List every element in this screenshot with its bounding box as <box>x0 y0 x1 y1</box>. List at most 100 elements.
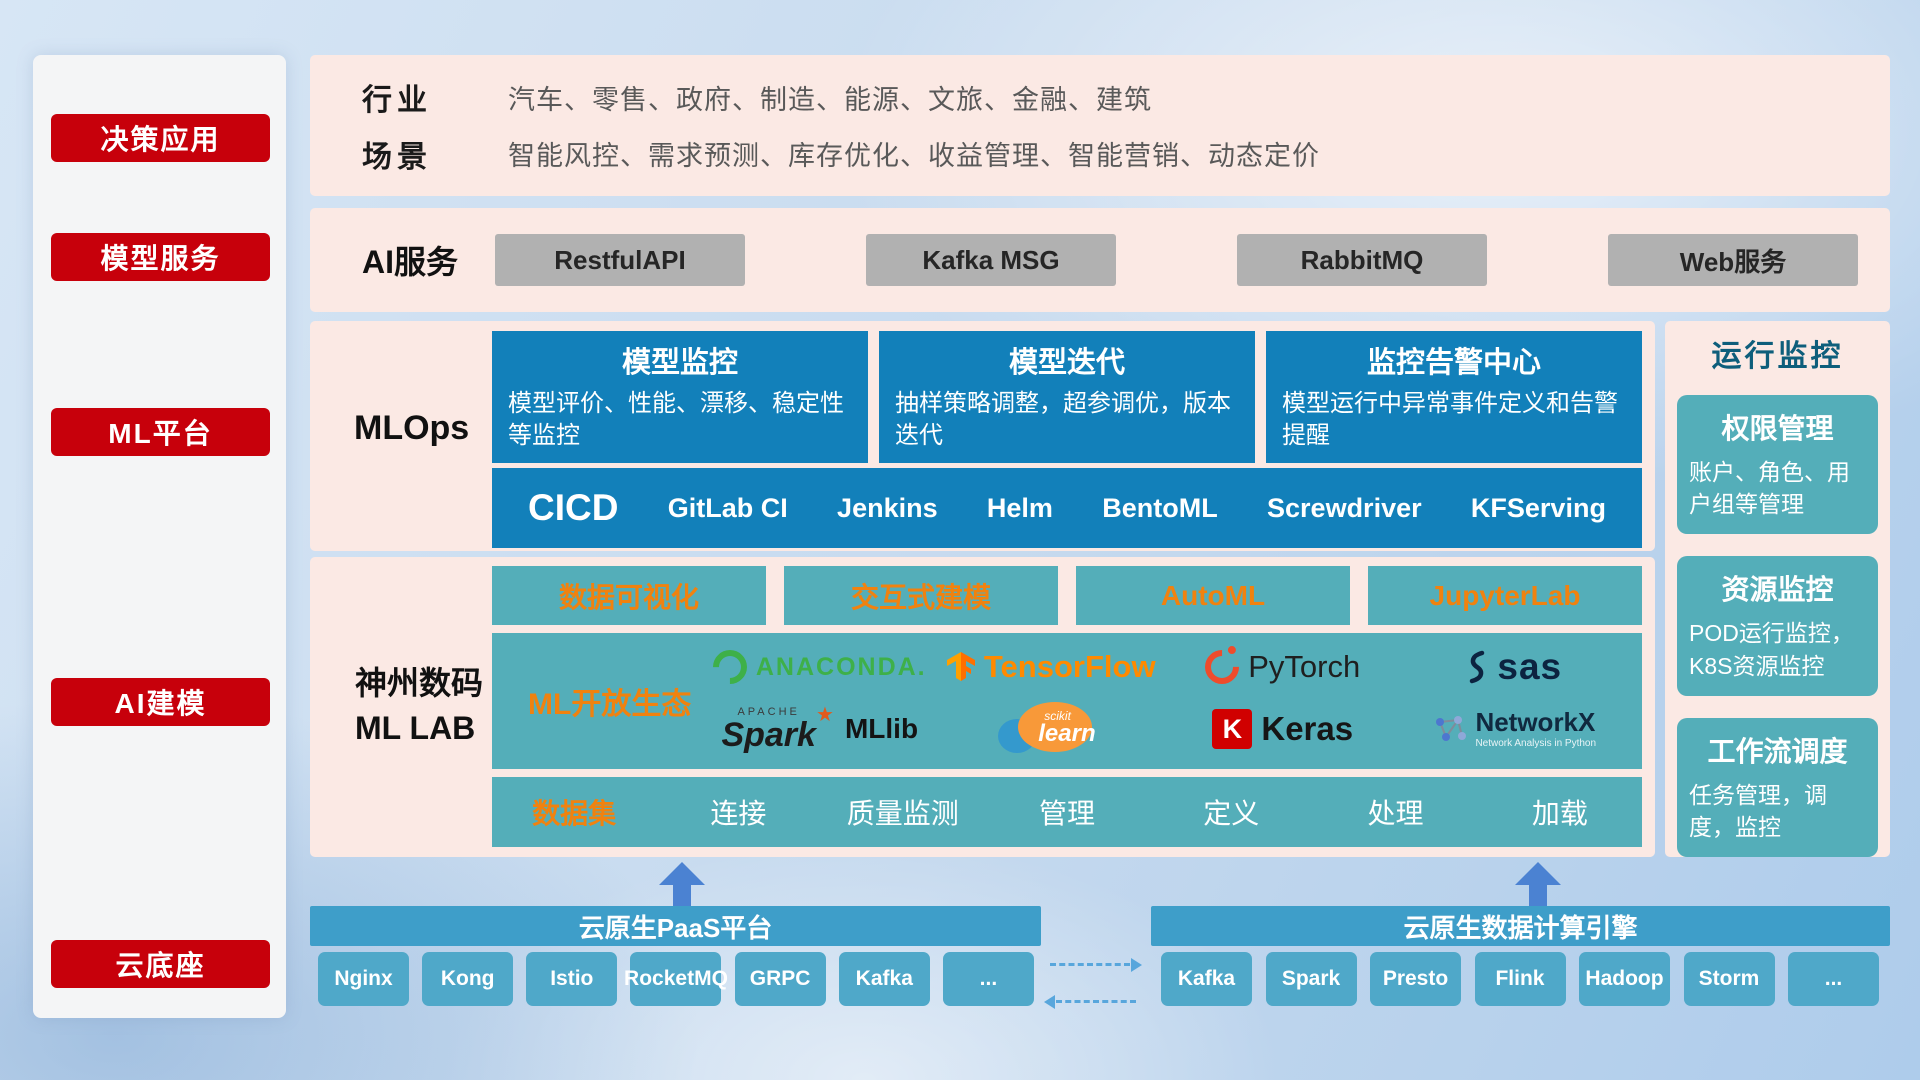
bentoml-label: BentoML <box>1102 492 1218 523</box>
card-title: 工作流调度 <box>1707 735 1848 767</box>
spark-star-icon: ★ <box>816 703 834 726</box>
kafka-block: Kafka <box>838 952 930 1006</box>
more-block: ... <box>942 952 1034 1006</box>
up-arrow-data-engine <box>1515 862 1561 906</box>
pytorch-text: PyTorch <box>1248 649 1361 684</box>
storm-block: Storm <box>1683 952 1775 1006</box>
networkx-subtitle: Network Analysis in Python <box>1475 738 1597 750</box>
dataset-item-quality: 质量监测 <box>846 798 959 829</box>
mllab-label-line1: 神州数码 <box>355 665 484 701</box>
tensorflow-text: TensorFlow <box>983 649 1156 684</box>
workflow-scheduling-card: 工作流调度 任务管理，调度，监控 <box>1677 717 1878 858</box>
up-arrow-paas <box>659 862 705 906</box>
industry-list: 汽车、零售、政府、制造、能源、文旅、金融、建筑 <box>508 84 1152 115</box>
data-visualization-block: 数据可视化 <box>492 566 766 625</box>
card-desc: 模型评价、性能、漂移、稳定性等监控 <box>508 390 844 450</box>
ai-service-label: AI服务 <box>362 244 459 280</box>
rail-item-ml-platform: ML平台 <box>51 408 270 456</box>
sklearn-orange-blob-icon <box>1018 702 1093 752</box>
spark-block: Spark <box>1265 952 1357 1006</box>
kong-block: Kong <box>422 952 514 1006</box>
screwdriver-label: Screwdriver <box>1267 492 1422 523</box>
rail-item-model-service: 模型服务 <box>51 233 270 281</box>
card-desc: 账户、角色、用户组等管理 <box>1689 459 1850 518</box>
automl-block: AutoML <box>1076 566 1350 625</box>
mlops-label: MLOps <box>354 409 470 447</box>
cicd-label: CICD <box>528 487 619 528</box>
networkx-wordmark: NetworkX Network Analysis in Python <box>1475 707 1597 750</box>
learn-text: learn <box>1038 720 1096 747</box>
scenario-line: 场景 智能风控、需求预测、库存优化、收益管理、智能营销、动态定价 <box>362 132 1870 176</box>
industry-line: 行业 汽车、零售、政府、制造、能源、文旅、金融、建筑 <box>362 75 1870 119</box>
keras-text: Keras <box>1261 710 1354 747</box>
dataset-item-process: 处理 <box>1367 798 1424 829</box>
dataset-item-connect: 连接 <box>710 798 767 829</box>
arrow-stem <box>673 884 691 906</box>
keras-k-icon: K <box>1212 709 1253 749</box>
web-service-block: Web服务 <box>1608 234 1858 286</box>
ml-ecosystem-logos: ANACONDA. TensorFlow PyTorch sas <box>704 633 1642 769</box>
rocketmq-block: RocketMQ <box>624 952 728 1006</box>
permission-management-card: 权限管理 账户、角色、用户组等管理 <box>1677 395 1878 535</box>
mllab-panel: 神州数码 ML LAB 数据可视化 交互式建模 AutoML JupyterLa… <box>310 557 1655 857</box>
rail-item-cloud-base: 云底座 <box>51 940 270 988</box>
card-title: 监控告警中心 <box>1366 347 1541 379</box>
pytorch-logo: PyTorch <box>1198 642 1361 692</box>
paas-platform-items: Nginx Kong Istio RocketMQ GRPC Kafka ... <box>318 952 1034 1006</box>
networkx-logo: NetworkX Network Analysis in Python <box>1432 707 1597 750</box>
apache-text: APACHE <box>737 705 800 718</box>
mlops-panel: MLOps 模型监控 模型评价、性能、漂移、稳定性等监控 模型迭代 抽样策略调整… <box>310 321 1655 551</box>
mllib-text: MLlib <box>844 713 919 744</box>
scikit-text: scikit <box>1044 709 1071 723</box>
tensorflow-logo: TensorFlow <box>946 649 1156 685</box>
helm-label: Helm <box>986 492 1053 523</box>
industry-scenario-panel: 行业 汽车、零售、政府、制造、能源、文旅、金融、建筑 场景 智能风控、需求预测、… <box>310 55 1890 196</box>
tensorflow-icon <box>946 652 975 681</box>
sas-logo: sas <box>1466 646 1562 688</box>
pytorch-icon <box>1198 642 1247 692</box>
spark-wordmark: APACHE Spark★ <box>721 705 834 752</box>
networkx-graph-icon <box>1436 715 1467 741</box>
spark-text: Spark★ <box>721 705 834 752</box>
istio-block: Istio <box>526 952 618 1006</box>
card-title: 资源监控 <box>1721 574 1834 606</box>
card-title: 模型迭代 <box>1008 347 1125 379</box>
dashed-arrow-left-icon <box>1044 995 1136 1009</box>
nginx-block: Nginx <box>318 952 409 1006</box>
flink-block: Flink <box>1474 952 1566 1006</box>
dataset-bar: 数据集 连接 质量监测 管理 定义 处理 加载 <box>492 777 1642 847</box>
sas-text: sas <box>1497 646 1563 687</box>
more-block: ... <box>1788 952 1879 1006</box>
runtime-monitor-panel: 运行监控 权限管理 账户、角色、用户组等管理 资源监控 POD运行监控，K8S资… <box>1665 321 1890 858</box>
networkx-text: NetworkX <box>1475 707 1596 738</box>
ml-ecosystem-block: ML开放生态 ANACONDA. TensorFlow PyTorch <box>492 633 1642 769</box>
card-desc: 模型运行中异常事件定义和告警提醒 <box>1282 390 1618 450</box>
card-title: 权限管理 <box>1721 413 1834 444</box>
card-desc: 任务管理，调度，监控 <box>1689 781 1827 840</box>
gitlab-ci-label: GitLab CI <box>667 492 788 523</box>
kfserving-label: KFServing <box>1470 492 1606 523</box>
scikit-learn-blobs: scikit learn <box>998 702 1104 756</box>
mllab-label: 神州数码 ML LAB <box>355 661 483 751</box>
presto-block: Presto <box>1370 952 1461 1006</box>
scenario-list: 智能风控、需求预测、库存优化、收益管理、智能营销、动态定价 <box>508 141 1320 172</box>
spark-mllib-logo: APACHE Spark★ MLlib <box>721 705 919 752</box>
mllab-label-line2: ML LAB <box>355 709 476 746</box>
scikit-learn-logo: scikit learn <box>998 702 1104 756</box>
ai-service-buttons: RestfulAPI Kafka MSG RabbitMQ Web服务 <box>495 234 1858 286</box>
industry-label: 行业 <box>362 84 432 118</box>
grpc-block: GRPC <box>734 952 826 1006</box>
interactive-modeling-block: 交互式建模 <box>784 566 1058 625</box>
mlops-cards: 模型监控 模型评价、性能、漂移、稳定性等监控 模型迭代 抽样策略调整，超参调优，… <box>492 331 1642 463</box>
hadoop-block: Hadoop <box>1579 952 1670 1006</box>
arrow-head-icon <box>659 862 705 885</box>
runtime-monitor-title: 运行监控 <box>1711 340 1844 373</box>
anaconda-text: ANACONDA. <box>755 652 927 681</box>
scenario-label: 场景 <box>362 140 432 174</box>
kafka-block: Kafka <box>1161 952 1252 1006</box>
dataset-label: 数据集 <box>532 798 617 829</box>
restful-api-block: RestfulAPI <box>495 234 745 286</box>
dashed-arrow-right-icon <box>1050 958 1142 972</box>
jenkins-label: Jenkins <box>837 492 938 523</box>
dataset-item-load: 加载 <box>1531 798 1588 829</box>
